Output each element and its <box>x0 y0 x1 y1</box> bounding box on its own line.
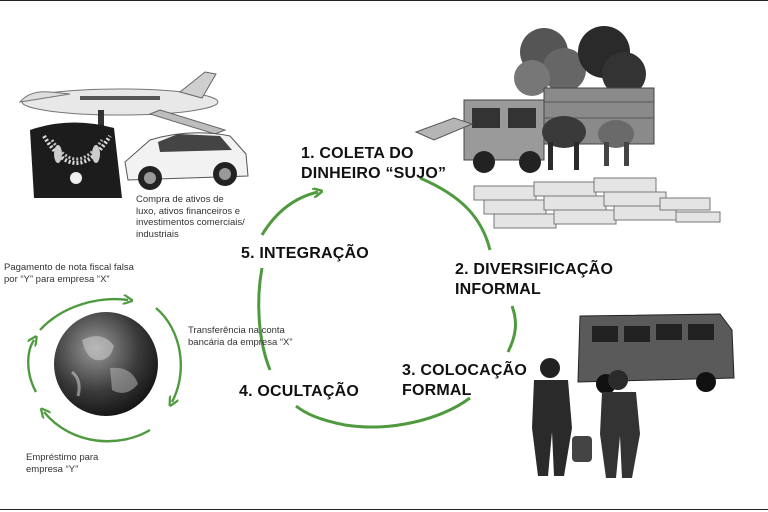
stage-1-label: 1. COLETA DO DINHEIRO “SUJO” <box>301 144 446 184</box>
stage-1-line: 1. COLETA DO <box>301 145 414 162</box>
invoice-note: Pagamento de nota fiscal falsa por “Y” p… <box>4 262 174 285</box>
top-rule <box>0 0 768 1</box>
loan-note: Empréstimo para empresa “Y” <box>26 452 136 475</box>
globe-arrow-bottom <box>44 412 151 443</box>
globe-arrow-right <box>155 307 183 402</box>
stage-3-line: 3. COLOCAÇÃO <box>402 362 528 379</box>
stage-2-line: INFORMAL <box>455 281 542 298</box>
transfer-note-line: Transferência na conta <box>188 325 285 336</box>
transfer-note-line: bancária da empresa “X” <box>188 336 293 348</box>
stage-4-text: 4. OCULTAÇÃO <box>239 383 360 400</box>
stage-2-label: 2. DIVERSIFICAÇÃO INFORMAL <box>455 260 613 300</box>
arrow-integracao-to-coleta <box>260 192 318 236</box>
luxury-note-line: Compra de ativos de <box>136 194 224 205</box>
arrow-diversificacao-to-colocacao <box>506 305 517 353</box>
globe-arrow-top <box>39 299 128 331</box>
arrow-coleta-to-diversificacao <box>419 176 492 251</box>
invoice-note-line: Pagamento de nota fiscal falsa <box>4 262 134 273</box>
stage-2-line: 2. DIVERSIFICAÇÃO <box>455 261 614 278</box>
arrow-colocacao-to-ocultacao <box>295 396 471 429</box>
luxury-note-line: investimentos comerciais/ <box>136 217 245 228</box>
bottom-rule <box>0 509 768 510</box>
luxury-note-line: industriais <box>136 228 179 240</box>
truck-cattle-cash-photo <box>414 22 734 242</box>
loan-note-line: Empréstimo para <box>26 452 99 463</box>
transfer-note: Transferência na conta bancária da empre… <box>188 325 328 348</box>
arrow-ocultacao-to-integracao <box>257 267 272 371</box>
stage-3-line: FORMAL <box>402 382 472 399</box>
armored-van-guards-photo <box>520 306 740 486</box>
luxury-note: Compra de ativos de luxo, ativos finance… <box>136 194 276 240</box>
invoice-note-line: por “Y” para empresa “X” <box>4 273 110 285</box>
stage-5-text: 5. INTEGRAÇÃO <box>241 245 369 262</box>
loan-note-line: empresa “Y” <box>26 463 79 475</box>
jet-car-jewelry-photo <box>10 70 250 200</box>
stage-3-label: 3. COLOCAÇÃO FORMAL <box>402 361 527 401</box>
stage-4-label: 4. OCULTAÇÃO <box>239 382 359 402</box>
stage-5-label: 5. INTEGRAÇÃO <box>241 244 369 264</box>
globe-arrow-left <box>27 340 36 393</box>
luxury-note-line: luxo, ativos financeiros e <box>136 205 241 217</box>
stage-1-line: DINHEIRO “SUJO” <box>301 165 447 182</box>
earth-globe-photo <box>52 310 160 418</box>
